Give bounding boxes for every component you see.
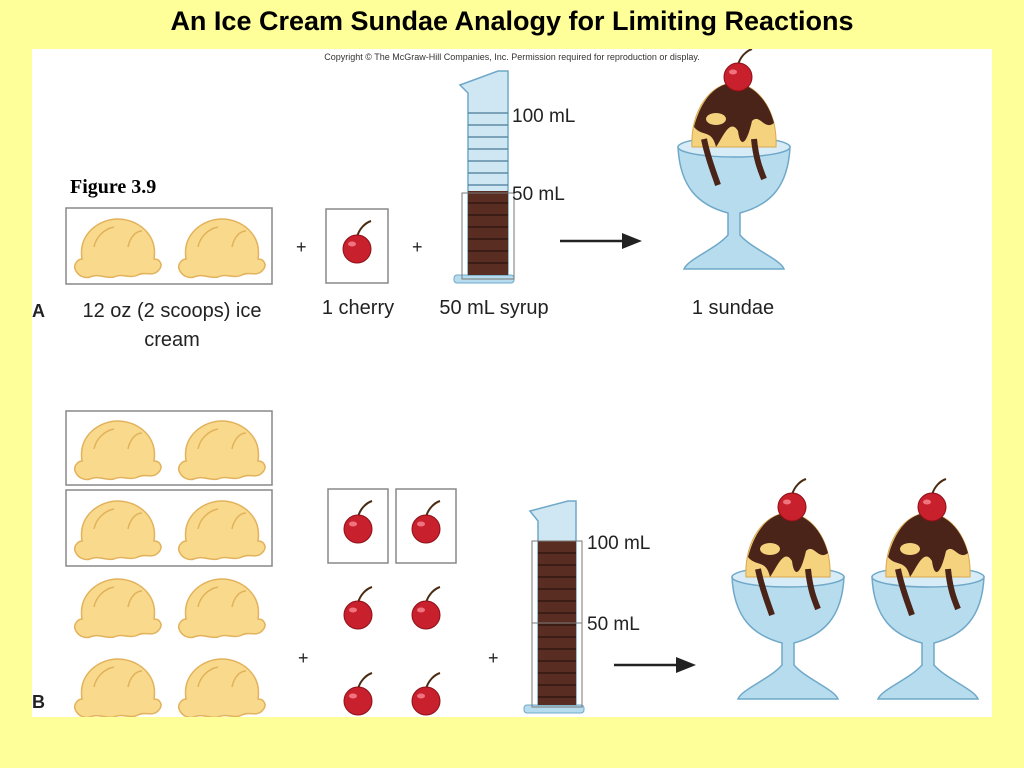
sundae-label: 1 sundae (691, 297, 775, 319)
cylinder-a-100ml-mark: 100 mL (512, 106, 576, 127)
part-b-label: B (32, 692, 45, 712)
plus-sign: + (298, 648, 309, 668)
cherry-icon (343, 586, 373, 630)
cylinder-a-50ml-mark: 50 mL (512, 184, 565, 205)
cylinder-b-50ml-mark: 50 mL (587, 614, 640, 635)
sundae-icon-b1 (732, 479, 844, 699)
scoop-icon (177, 578, 266, 639)
graduated-cylinder-b (523, 500, 585, 714)
syrup-label: 50 mL syrup (439, 297, 549, 319)
scoop-icon (177, 658, 266, 717)
copyright-notice: Copyright © The McGraw-Hill Companies, I… (324, 52, 700, 62)
part-a-label: A (32, 301, 45, 321)
cherry-label: 1 cherry (321, 297, 395, 319)
cherry-icon (343, 672, 373, 716)
cherry-icon (411, 672, 441, 716)
plus-sign: + (488, 648, 499, 668)
scoop-icon (73, 578, 162, 639)
slide-title: An Ice Cream Sundae Analogy for Limiting… (170, 6, 854, 36)
plus-sign: + (296, 237, 307, 257)
plus-sign: + (412, 237, 423, 257)
figure-panel: Copyright © The McGraw-Hill Companies, I… (32, 49, 992, 717)
cylinder-b-100ml-mark: 100 mL (587, 533, 651, 554)
ice-cream-label: 12 oz (2 scoops) ice cream (82, 300, 262, 351)
figure-label: Figure 3.9 (70, 176, 157, 198)
sundae-icon-a (678, 49, 790, 269)
sundae-icon-b2 (872, 479, 984, 699)
cherry-icon (411, 586, 441, 630)
scoop-icon (73, 658, 162, 717)
graduated-cylinder-a (453, 70, 515, 284)
diagram-canvas (65, 49, 992, 717)
